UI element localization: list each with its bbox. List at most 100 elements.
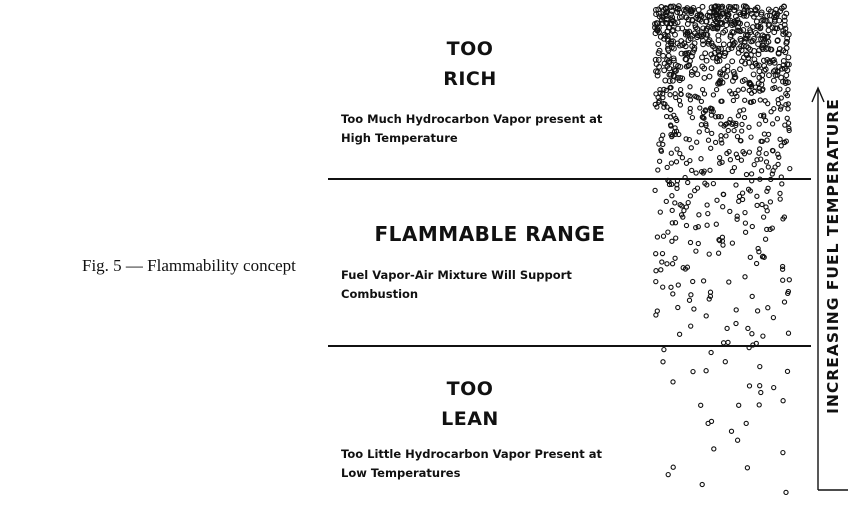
vapor-bubble	[780, 277, 786, 283]
vapor-bubble	[780, 31, 787, 38]
vapor-bubble	[727, 157, 734, 163]
vapor-bubble	[665, 177, 671, 184]
vapor-bubble	[716, 57, 723, 64]
flammable-range-description: Fuel Vapor-Air Mixture Will Support Comb…	[341, 268, 572, 301]
vapor-bubble	[669, 77, 676, 84]
vapor-bubble	[656, 28, 662, 35]
vapor-bubble	[718, 137, 724, 143]
vapor-bubble	[719, 3, 726, 10]
vapor-bubble	[711, 446, 717, 452]
vapor-bubble	[660, 52, 667, 59]
vapor-bubble	[744, 465, 751, 471]
vapor-bubble	[670, 55, 677, 62]
vapor-bubble	[710, 54, 716, 61]
vapor-bubble	[743, 12, 750, 19]
vapor-bubble	[720, 29, 727, 36]
vapor-bubble	[704, 222, 710, 228]
vapor-bubble	[766, 72, 772, 79]
vapor-bubble	[739, 128, 745, 134]
vapor-bubble	[668, 123, 674, 129]
vapor-bubble	[754, 31, 761, 38]
vapor-bubble	[688, 68, 695, 75]
vapor-bubble	[693, 170, 699, 176]
vapor-bubble	[675, 304, 681, 311]
vapor-bubble	[724, 150, 730, 157]
vapor-bubble	[720, 191, 726, 197]
vapor-bubble	[701, 65, 708, 72]
vapor-bubble	[781, 13, 788, 20]
vapor-bubble	[667, 85, 673, 91]
vapor-bubble	[654, 72, 661, 79]
vapor-bubble	[757, 363, 763, 370]
vapor-bubble	[683, 204, 690, 210]
vapor-bubble	[678, 91, 684, 97]
vapor-bubble	[679, 155, 686, 161]
vapor-bubble	[673, 159, 680, 165]
vapor-bubble	[709, 25, 716, 32]
vapor-bubble	[779, 266, 786, 272]
vapor-bubble	[725, 127, 731, 134]
vapor-bubble	[663, 113, 670, 120]
vapor-bubble	[723, 121, 730, 127]
vapor-bubble	[655, 50, 662, 57]
vapor-bubble	[725, 46, 732, 53]
vapor-bubble	[673, 67, 679, 74]
vapor-bubbles	[652, 3, 793, 496]
vapor-bubble	[660, 141, 666, 148]
vapor-bubble	[720, 242, 726, 248]
vapor-bubble	[706, 73, 713, 80]
vapor-bubble	[757, 146, 763, 152]
vapor-bubble	[652, 187, 658, 194]
too-lean-title-line2: LEAN	[441, 408, 499, 430]
vapor-bubble	[777, 136, 783, 142]
vapor-bubble	[742, 229, 749, 235]
vapor-bubble	[750, 71, 757, 78]
vapor-bubble	[667, 92, 673, 98]
vapor-bubble	[781, 214, 788, 220]
vapor-bubble	[681, 40, 688, 47]
vapor-bubble	[669, 193, 675, 199]
vapor-bubble	[660, 233, 667, 239]
vapor-bubble	[683, 136, 689, 142]
vapor-bubble	[688, 53, 695, 60]
vapor-bubble	[729, 77, 736, 84]
vapor-bubble	[698, 98, 705, 105]
vapor-bubble	[685, 92, 691, 98]
vapor-bubble	[728, 45, 735, 52]
vapor-bubble	[658, 267, 664, 273]
too-rich-title-line2: RICH	[443, 68, 497, 90]
vapor-bubble	[760, 253, 766, 259]
vapor-bubble	[682, 31, 689, 38]
vapor-bubble	[688, 145, 694, 151]
vapor-bubble	[737, 137, 744, 144]
vapor-bubble	[746, 124, 752, 130]
vapor-bubble	[692, 93, 698, 99]
vapor-bubble	[679, 25, 686, 32]
vapor-bubble	[689, 17, 696, 24]
vapor-bubble	[672, 200, 678, 206]
vapor-bubble	[699, 86, 706, 93]
vapor-bubble	[771, 384, 777, 391]
vapor-bubble	[765, 6, 772, 13]
vapor-bubble	[680, 214, 686, 220]
vapor-bubble	[683, 56, 690, 63]
vapor-bubble	[653, 91, 659, 97]
vapor-bubble	[685, 62, 692, 69]
vapor-bubble	[784, 115, 790, 121]
vapor-bubble	[661, 86, 667, 93]
vapor-bubble	[687, 84, 693, 90]
vapor-bubble	[733, 182, 739, 188]
vapor-bubble	[731, 127, 737, 134]
vapor-bubble	[757, 88, 763, 94]
vapor-bubble	[749, 223, 755, 230]
vapor-bubble	[742, 209, 748, 216]
vapor-bubble	[749, 293, 755, 300]
vapor-bubble	[759, 87, 766, 93]
too-rich-title-line1: TOO	[446, 38, 494, 60]
vapor-bubble	[767, 199, 774, 205]
vapor-bubble	[695, 224, 701, 230]
vapor-bubble	[715, 113, 722, 120]
vapor-bubble	[779, 181, 785, 187]
vapor-bubble	[781, 299, 788, 305]
vapor-bubble	[743, 171, 750, 178]
